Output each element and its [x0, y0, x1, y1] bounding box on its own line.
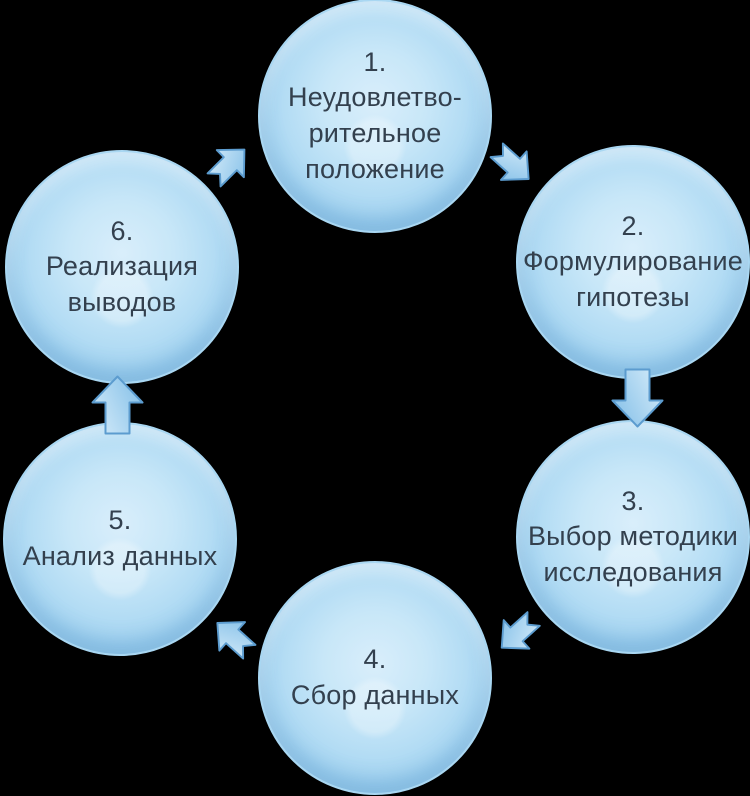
step-circle-5: 5. Анализ данных: [3, 422, 237, 656]
step-circle-6: 6. Реализация выводов: [5, 150, 239, 384]
step-circle-4: 4. Сбор данных: [258, 561, 492, 795]
step-circle-2: 2. Формулирование гипотезы: [516, 145, 750, 379]
step-circle-1: 1. Неудовлетво- рительное положение: [258, 0, 492, 233]
step-label: Реализация выводов: [45, 251, 199, 317]
step-label: Формулирование гипотезы: [522, 246, 744, 312]
step-label: Анализ данных: [22, 541, 218, 571]
step-label: Сбор данных: [290, 680, 460, 710]
step-number: 3.: [621, 485, 645, 516]
step-label: Неудовлетво- рительное положение: [288, 82, 462, 184]
step-number: 4.: [363, 644, 387, 675]
step-label: Выбор методики исследования: [527, 521, 739, 587]
arrow-5-to-6-icon: [91, 375, 150, 435]
arrow-3-to-4-icon: [483, 599, 549, 665]
step-number: 6.: [110, 215, 134, 246]
step-number: 1.: [363, 46, 387, 77]
arrow-2-to-3-icon: [606, 368, 665, 429]
step-number: 2.: [621, 210, 645, 241]
arrow-4-to-5-icon: [202, 603, 268, 669]
step-circle-3: 3. Выбор методики исследования: [516, 420, 750, 654]
step-number: 5.: [108, 505, 132, 536]
